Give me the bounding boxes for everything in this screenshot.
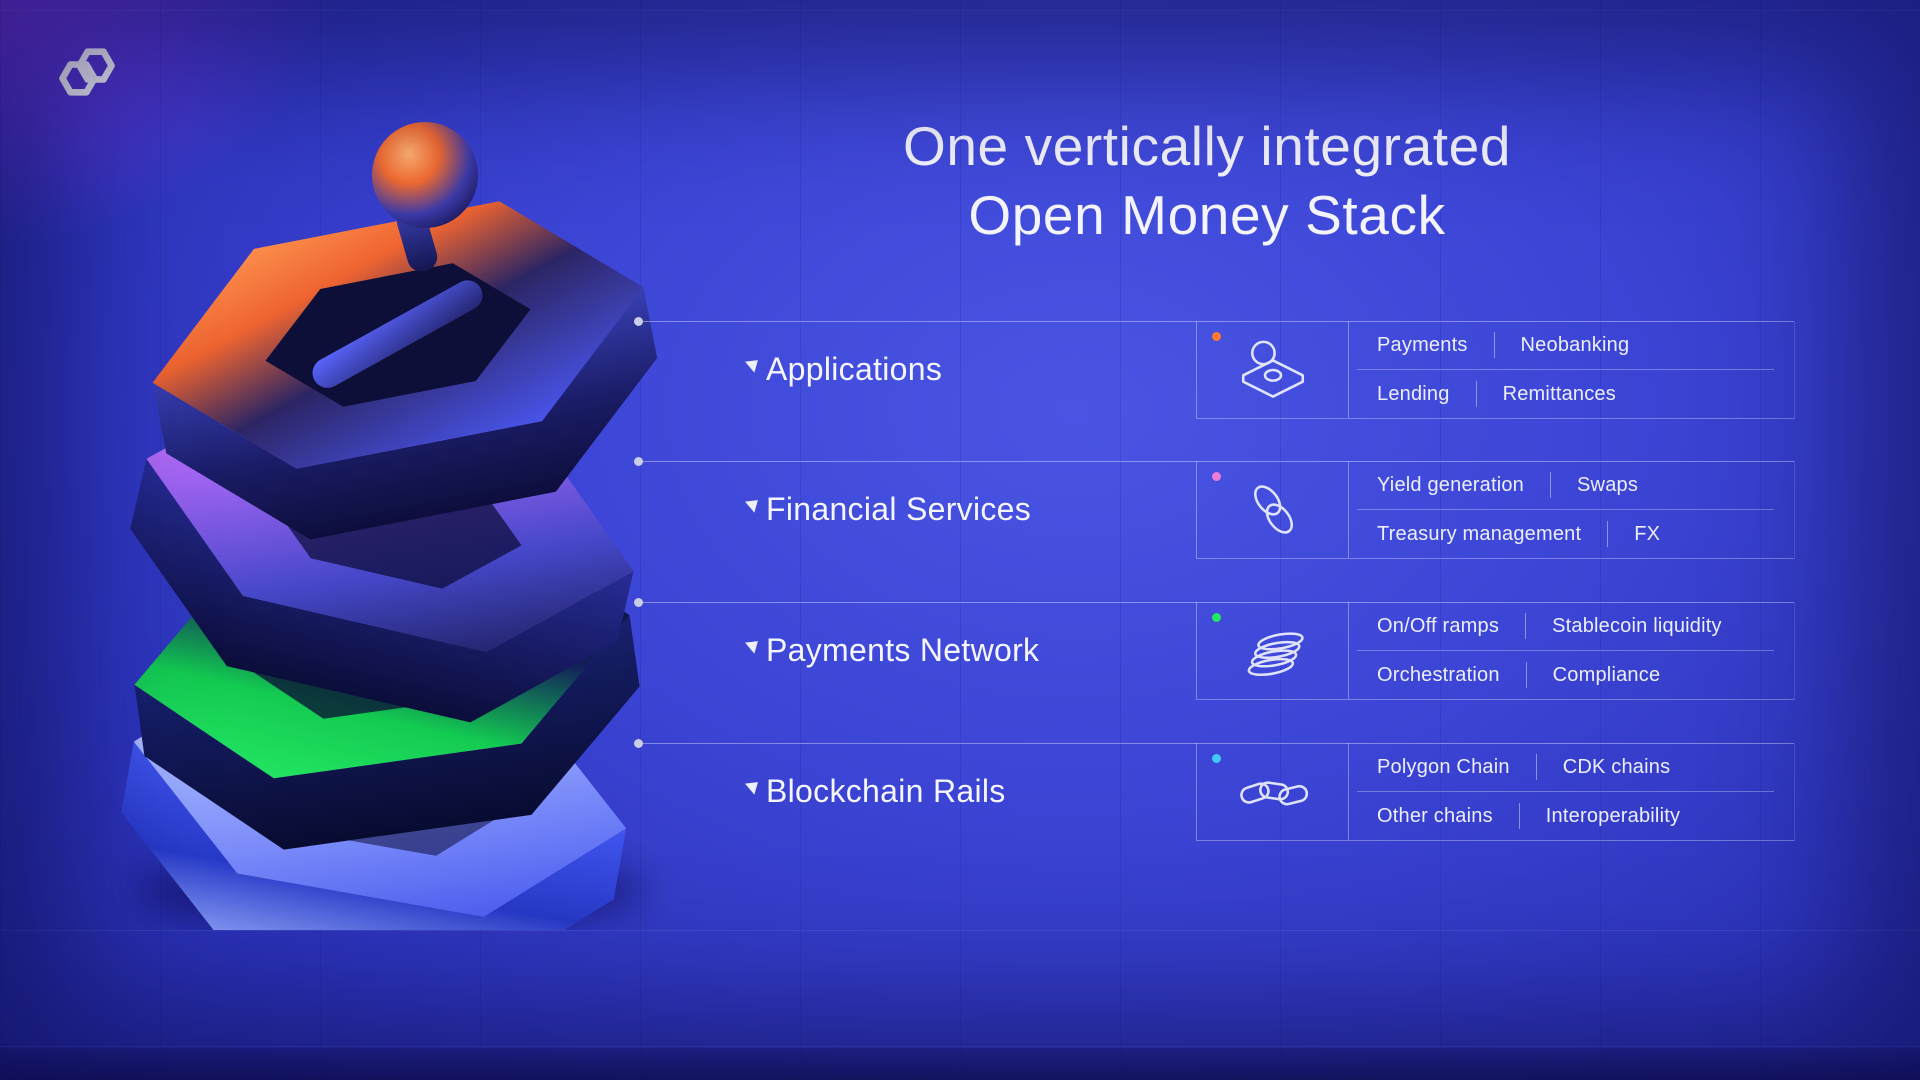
arrow-marker-icon — [742, 356, 758, 373]
tag-divider — [1550, 472, 1552, 498]
tag: CDK chains — [1562, 755, 1671, 778]
row-color-dot — [1212, 754, 1221, 763]
tag-divider — [1607, 521, 1609, 547]
row-cells: On/Off ramps Stablecoin liquidity Orches… — [1196, 602, 1795, 700]
row-divider-line — [634, 739, 1794, 748]
tag: Polygon Chain — [1377, 755, 1510, 778]
tag-divider — [1518, 803, 1520, 829]
stack-row-applications: Applications Payments Neobanking — [634, 317, 1795, 419]
row-icon-cell — [1196, 321, 1349, 418]
row-divider-line — [634, 317, 1794, 326]
polygon-logo — [59, 48, 115, 96]
linked-rings-icon — [1253, 484, 1293, 534]
tag: Orchestration — [1377, 663, 1500, 686]
arcade-button-icon — [1241, 340, 1304, 398]
tag: Other chains — [1377, 804, 1493, 827]
tag: Interoperability — [1545, 804, 1681, 827]
page-title-line2: Open Money Stack — [968, 184, 1446, 246]
tag: Compliance — [1552, 663, 1661, 686]
line-dot — [634, 317, 643, 326]
row-color-dot — [1212, 332, 1221, 341]
row-label: Payments Network — [766, 632, 1040, 668]
tag-divider — [1535, 754, 1537, 780]
arrow-marker-icon — [742, 778, 758, 795]
tag: FX — [1634, 522, 1661, 545]
tag-grid: Polygon Chain CDK chains Other chains In… — [1349, 743, 1794, 840]
page-title: One vertically integrated Open Money Sta… — [617, 112, 1797, 250]
tag-row-divider — [1357, 369, 1774, 370]
tag-divider — [1475, 381, 1477, 407]
chain-links-icon — [1239, 780, 1308, 805]
tag-divider — [1525, 613, 1527, 639]
row-divider-line — [634, 457, 1794, 466]
row-color-dot — [1212, 613, 1221, 622]
row-icon-cell — [1196, 743, 1349, 840]
tag-row-divider — [1357, 791, 1774, 792]
row-icon-cell — [1196, 602, 1349, 699]
line-dot — [634, 739, 643, 748]
row-label: Applications — [766, 351, 943, 387]
row-cells: Yield generation Swaps Treasury manageme… — [1196, 461, 1795, 559]
arrow-marker-icon — [742, 496, 758, 513]
hex-slab-top — [152, 201, 658, 540]
tag-row-divider — [1357, 509, 1774, 510]
row-color-dot — [1212, 472, 1221, 481]
row-cells: Payments Neobanking Lending Remittances — [1196, 321, 1795, 419]
tag-grid: Payments Neobanking Lending Remittances — [1349, 321, 1794, 418]
tag-grid: On/Off ramps Stablecoin liquidity Orches… — [1349, 602, 1794, 699]
tag-grid: Yield generation Swaps Treasury manageme… — [1349, 461, 1794, 558]
tag: Payments — [1377, 333, 1468, 356]
bottom-band — [0, 1048, 1920, 1080]
tag-divider — [1525, 662, 1527, 688]
arrow-marker-icon — [742, 637, 758, 654]
row-label: Financial Services — [766, 491, 1032, 527]
tag: Lending — [1377, 382, 1450, 405]
grid-line — [0, 10, 1920, 11]
tag: Treasury management — [1377, 522, 1582, 545]
hex-stack-illustration — [121, 122, 658, 930]
row-cells: Polygon Chain CDK chains Other chains In… — [1196, 743, 1795, 841]
sphere — [372, 122, 478, 228]
tag-divider — [1493, 332, 1495, 358]
tag: Swaps — [1577, 473, 1639, 496]
tag: Stablecoin liquidity — [1552, 614, 1722, 637]
tag: Remittances — [1502, 382, 1616, 405]
page-title-line1: One vertically integrated — [902, 115, 1512, 177]
grid-line — [0, 1046, 1920, 1047]
tag: Neobanking — [1520, 333, 1630, 356]
line-dot — [634, 457, 643, 466]
coil-icon — [1247, 631, 1304, 676]
row-label: Blockchain Rails — [766, 773, 1006, 809]
row-divider-line — [634, 598, 1794, 607]
tag: Yield generation — [1377, 473, 1525, 496]
stack-row-blockchain-rails: Blockchain Rails Polygon Chain CDK chai — [634, 739, 1795, 841]
tag-row-divider — [1357, 650, 1774, 651]
stack-row-financial-services: Financial Services Yield generation Swap… — [634, 457, 1795, 559]
tag: On/Off ramps — [1377, 614, 1500, 637]
row-icon-cell — [1196, 461, 1349, 558]
grid-line — [0, 930, 1920, 931]
line-dot — [634, 598, 643, 607]
stack-row-payments-network: Payments Network On/Off ramps — [634, 598, 1795, 700]
